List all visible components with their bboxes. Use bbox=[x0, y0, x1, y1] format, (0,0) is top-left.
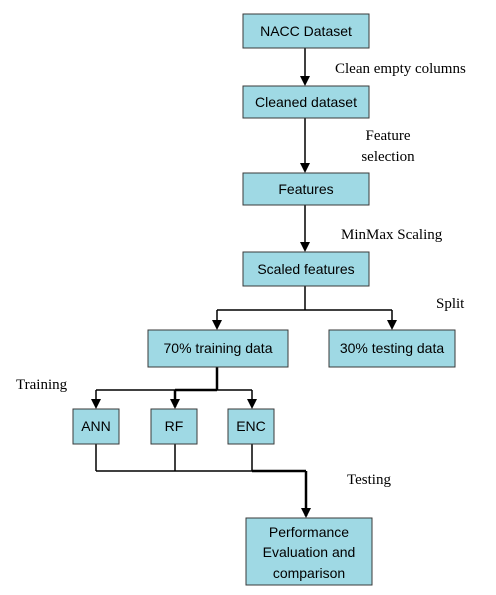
node-training-data-label: 70% training data bbox=[164, 340, 273, 356]
node-nacc-dataset: NACC Dataset bbox=[242, 13, 370, 49]
node-rf-label: RF bbox=[165, 418, 184, 434]
node-testing-data: 30% testing data bbox=[328, 329, 456, 368]
node-nacc-dataset-label: NACC Dataset bbox=[260, 23, 352, 39]
node-scaled-features-label: Scaled features bbox=[257, 261, 354, 277]
node-features: Features bbox=[242, 172, 370, 206]
connectors bbox=[91, 48, 397, 518]
node-testing-data-label: 30% testing data bbox=[340, 340, 445, 356]
node-features-label: Features bbox=[278, 181, 333, 197]
label-minmax-scaling: MinMax Scaling bbox=[341, 227, 443, 243]
node-rf: RF bbox=[150, 408, 198, 445]
label-testing: Testing bbox=[347, 472, 391, 488]
node-enc-label: ENC bbox=[236, 418, 266, 434]
label-clean-empty-columns: Clean empty columns bbox=[335, 61, 466, 77]
node-enc: ENC bbox=[227, 408, 275, 445]
node-performance-line-2: Evaluation and bbox=[263, 544, 356, 560]
node-performance-line-1: Performance bbox=[269, 524, 349, 540]
node-performance-line-3: comparison bbox=[273, 565, 345, 581]
node-performance: Performance Evaluation and comparison bbox=[245, 517, 373, 586]
label-training: Training bbox=[16, 377, 68, 393]
label-feature-selection-line-2: selection bbox=[361, 149, 415, 165]
node-training-data: 70% training data bbox=[147, 329, 289, 368]
node-scaled-features: Scaled features bbox=[242, 251, 370, 287]
node-cleaned-dataset-label: Cleaned dataset bbox=[255, 94, 357, 110]
node-cleaned-dataset: Cleaned dataset bbox=[242, 85, 370, 119]
node-ann: ANN bbox=[72, 408, 120, 445]
node-ann-label: ANN bbox=[81, 418, 111, 434]
label-split: Split bbox=[436, 296, 465, 312]
label-feature-selection-line-1: Feature bbox=[366, 128, 411, 144]
